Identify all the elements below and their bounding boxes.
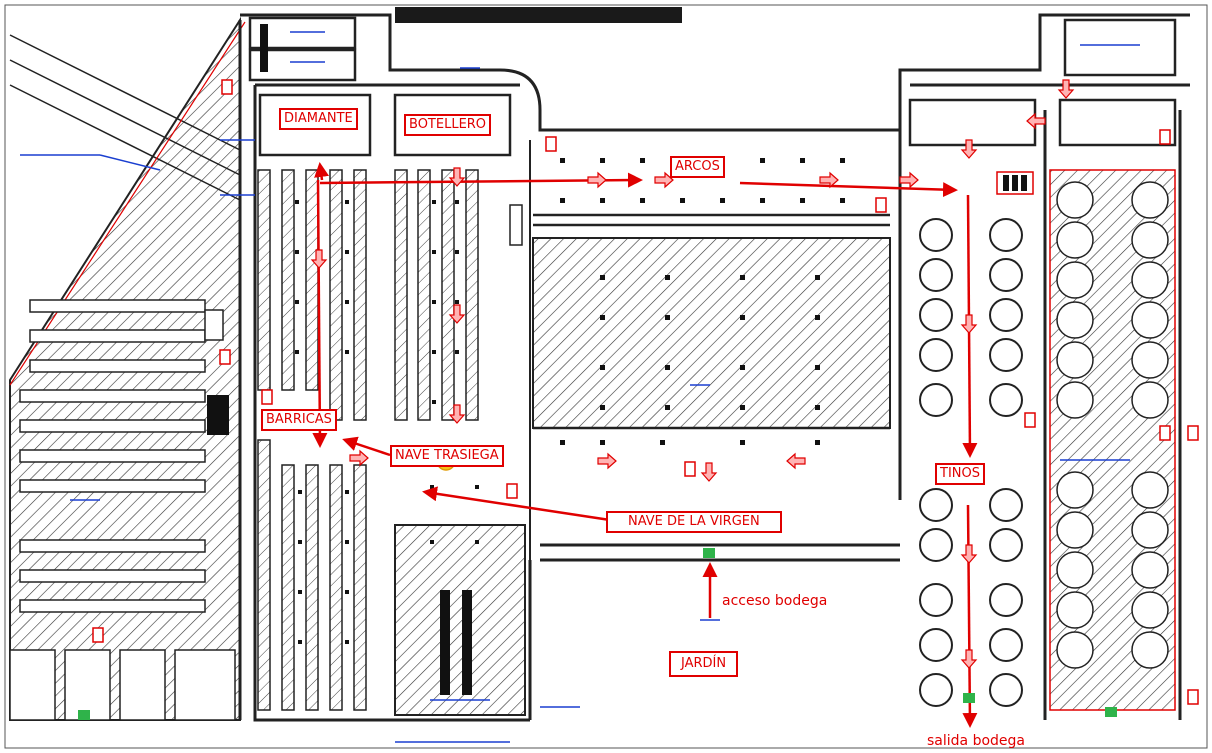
label-tinos[interactable]: TINOS	[935, 463, 985, 485]
label-botellero[interactable]: BOTELLERO	[404, 114, 492, 136]
label-nave-virgen[interactable]: NAVE DE LA VIRGEN	[606, 511, 782, 533]
annotation-acceso-bodega: acceso bodega	[722, 593, 828, 609]
left-shed	[9, 16, 246, 721]
annotation-salida-bodega: salida bodega	[927, 733, 1025, 749]
label-nave-trasiega[interactable]: NAVE TRASIEGA	[390, 445, 504, 467]
label-diamante[interactable]: DIAMANTE	[279, 108, 358, 130]
label-jardin[interactable]: JARDÍN	[669, 651, 739, 677]
label-arcos[interactable]: ARCOS	[670, 156, 725, 178]
top-black-bar	[395, 7, 682, 23]
label-barricas[interactable]: BARRICAS	[261, 409, 337, 431]
